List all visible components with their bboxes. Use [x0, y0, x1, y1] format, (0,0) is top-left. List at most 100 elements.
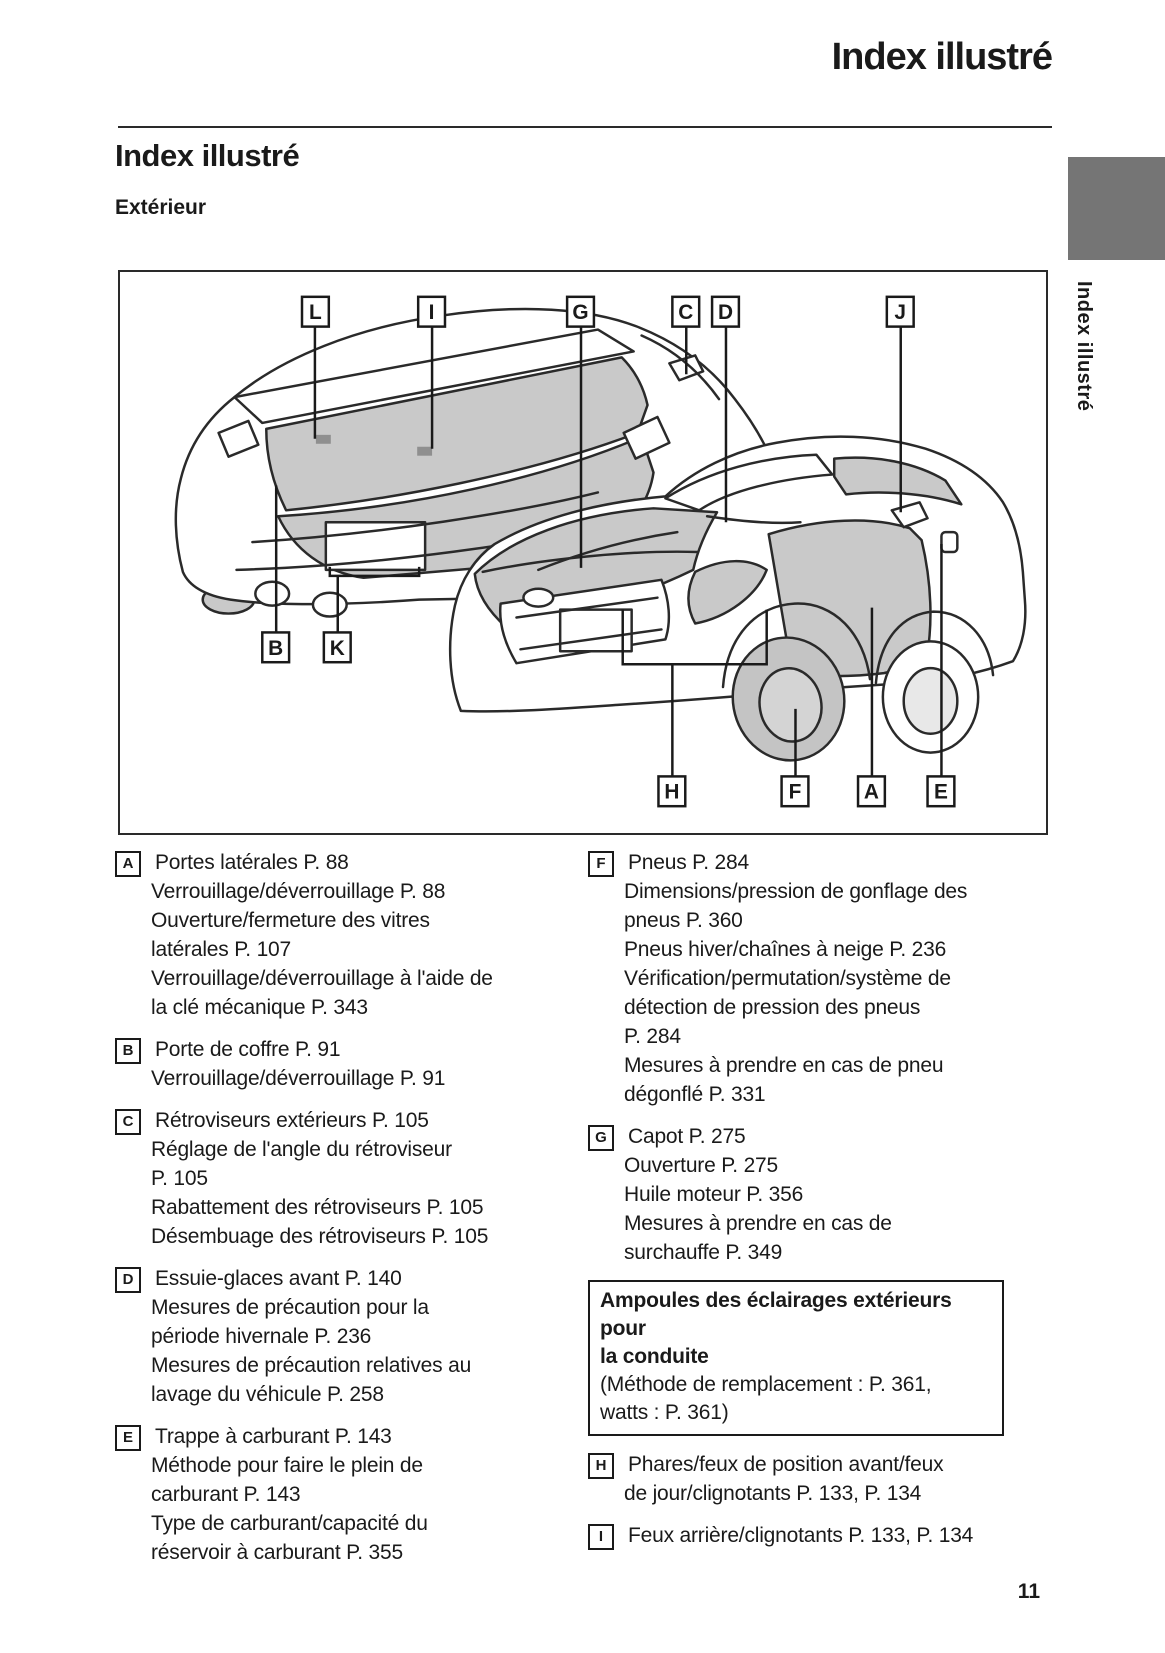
front-view-car-illustration: [448, 435, 1027, 762]
section-title: Index illustré: [115, 138, 300, 173]
fuel-filler-door: [940, 530, 959, 554]
entry-line: réservoir à carburant P. 355: [151, 1541, 403, 1564]
front-fender-arch: [721, 602, 872, 689]
cowl-wiper-line: [705, 515, 802, 525]
page-header-title: Index illustré: [831, 36, 1053, 78]
entry-line: pneus P. 360: [624, 909, 743, 932]
diagram-label-j: J: [885, 295, 915, 328]
entry-line: Pneus hiver/chaînes à neige P. 236: [624, 938, 947, 961]
diagram-label-h: H: [657, 775, 687, 808]
diagram-label-a: A: [856, 775, 887, 808]
svg-text:C: C: [678, 301, 693, 324]
bumper-crease: [251, 491, 600, 544]
entry-line: Portes latérales P. 88: [155, 851, 349, 874]
rear-fender-arch: [874, 610, 995, 685]
tailgate-badge: [417, 446, 433, 456]
note-title-line: Ampoules des éclairages extérieurs pour: [600, 1289, 952, 1340]
side-window-shaded: [832, 456, 963, 506]
svg-text:L: L: [309, 301, 322, 324]
entry-line: Ouverture P. 275: [624, 1154, 779, 1177]
entry-line: Désembuage des rétroviseurs P. 105: [151, 1225, 489, 1248]
section-subtitle: Extérieur: [115, 196, 207, 219]
entry-lines: Phares/feux de position avant/feux de jou…: [624, 1450, 1008, 1508]
entry-line: détection de pression des pneus: [624, 996, 921, 1019]
entry-lines: Feux arrière/clignotants P. 133, P. 134: [624, 1521, 1008, 1550]
entry-letter-badge: C: [115, 1109, 141, 1135]
diagram-label-e: E: [926, 775, 956, 808]
car-diagram-svg: L I G C D J B K H F A E: [174, 295, 1027, 808]
rear-window-shaded: [265, 356, 649, 512]
entry-line: Phares/feux de position avant/feux: [628, 1453, 944, 1476]
entry-line: la clé mécanique P. 343: [151, 996, 368, 1019]
entry-line: lavage du véhicule P. 258: [151, 1383, 384, 1406]
entry-line: Rétroviseurs extérieurs P. 105: [155, 1109, 429, 1132]
entry-line: Pneus P. 284: [628, 851, 749, 874]
entry-line: Mesures à prendre en cas de pneu: [624, 1054, 944, 1077]
entry-line: période hivernale P. 236: [151, 1325, 372, 1348]
diagram-label-k: K: [322, 631, 352, 664]
entry-line: P. 284: [624, 1025, 681, 1048]
index-column-left: A Portes latérales P. 88 Verrouillage/déve…: [115, 848, 573, 1580]
header-divider: [118, 126, 1052, 128]
svg-text:D: D: [718, 301, 733, 324]
svg-text:A: A: [864, 781, 879, 804]
rear-wheel-rim: [902, 666, 959, 735]
entry-line: Dimensions/pression de gonflage des: [624, 880, 968, 903]
page-number: 11: [1017, 1580, 1040, 1603]
chapter-tab-marker: [1068, 157, 1165, 260]
entry-letter-badge: B: [115, 1038, 141, 1064]
entry-line: Mesures à prendre en cas de: [624, 1212, 892, 1235]
diagram-label-c: C: [671, 295, 701, 328]
grille-slat: [515, 596, 659, 619]
entry-line: de jour/clignotants P. 133, P. 134: [624, 1482, 922, 1505]
note-title-line: la conduite: [600, 1345, 709, 1368]
svg-text:B: B: [268, 637, 283, 660]
entry-line: P. 105: [151, 1167, 208, 1190]
exterior-diagram: L I G C D J B K H F A E: [118, 270, 1048, 835]
entry-line: Mesures de précaution relatives au: [151, 1354, 472, 1377]
entry-letter-badge: D: [115, 1267, 141, 1293]
exhaust-tip: [311, 591, 348, 618]
index-entry-i: I Feux arrière/clignotants P. 133, P. 134: [588, 1521, 1008, 1550]
entry-line: Essuie-glaces avant P. 140: [155, 1267, 402, 1290]
entry-line: Capot P. 275: [628, 1125, 746, 1148]
svg-text:F: F: [789, 781, 802, 804]
diagram-leader-lines: [274, 326, 943, 777]
tailgate-badge: [315, 434, 331, 444]
chapter-tab-label: Index illustré: [1073, 281, 1095, 412]
diagram-label-f: F: [780, 775, 810, 808]
svg-text:K: K: [330, 637, 345, 660]
entry-letter-badge: E: [115, 1425, 141, 1451]
headlight-shaded: [687, 559, 768, 625]
entry-line: Huile moteur P. 356: [624, 1183, 804, 1206]
grille-slat: [519, 628, 663, 651]
left-tail-lamp: [217, 419, 260, 458]
entry-line: latérales P. 107: [151, 938, 292, 961]
svg-text:J: J: [894, 301, 906, 324]
diagram-label-boxes: L I G C D J B K H F A E: [261, 295, 956, 808]
upper-grille-line: [481, 550, 699, 574]
entry-letter-badge: A: [115, 851, 141, 877]
diagram-label-i: I: [416, 295, 447, 328]
entry-line: Feux arrière/clignotants P. 133, P. 134: [628, 1524, 974, 1547]
entry-line: Ouverture/fermeture des vitres: [151, 909, 430, 932]
entry-letter-badge: I: [588, 1524, 614, 1550]
entry-line: Trappe à carburant P. 143: [155, 1425, 392, 1448]
entry-lines: Portes latérales P. 88 Verrouillage/déver…: [151, 848, 573, 1022]
entry-line: Verrouillage/déverrouillage à l'aide de: [151, 967, 493, 990]
entry-letter-badge: F: [588, 851, 614, 877]
hood-crease: [537, 530, 679, 572]
entry-line: Verrouillage/déverrouillage P. 91: [151, 1067, 446, 1090]
entry-line: Réglage de l'angle du rétroviseur: [151, 1138, 452, 1161]
